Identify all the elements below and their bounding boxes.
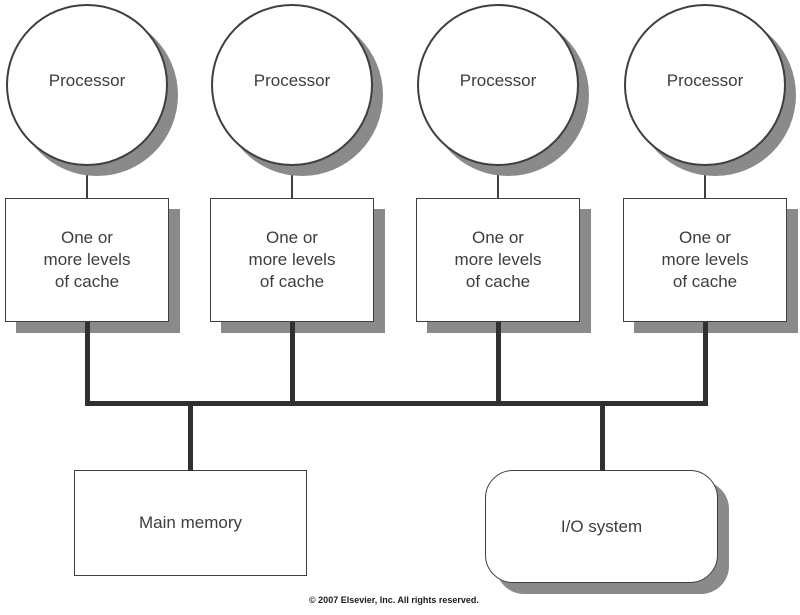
cache-node-3: One or more levels of cache — [416, 198, 580, 322]
processor-cache-connector-1 — [86, 164, 88, 198]
processor-node-1: Processor — [6, 4, 168, 166]
processor-node-2: Processor — [211, 4, 373, 166]
io-system-node: I/O system — [485, 470, 718, 583]
processor-label: Processor — [666, 71, 744, 90]
processor-cache-connector-2 — [291, 164, 293, 198]
processor-node-3: Processor — [417, 4, 579, 166]
processor-label: Processor — [253, 71, 331, 90]
cache-label: One or more levels of cache — [661, 228, 749, 291]
main-memory-label: Main memory — [139, 513, 242, 532]
io-system-label: I/O system — [560, 516, 643, 536]
processor-cache-connector-3 — [497, 164, 499, 198]
processor-label: Processor — [48, 71, 126, 90]
cache-label: One or more levels of cache — [248, 228, 336, 291]
cache-bus-connector-2 — [289, 322, 295, 406]
processor-cache-connector-4 — [704, 164, 706, 198]
cache-bus-connector-1 — [84, 322, 90, 406]
processor-label: Processor — [459, 71, 537, 90]
processor-node-4: Processor — [624, 4, 786, 166]
cache-label: One or more levels of cache — [454, 228, 542, 291]
copyright-text: © 2007 Elsevier, Inc. All rights reserve… — [309, 595, 479, 605]
cache-node-4: One or more levels of cache — [623, 198, 787, 322]
bus-memory-connector — [187, 403, 193, 471]
cache-bus-connector-4 — [702, 322, 708, 406]
cache-node-2: One or more levels of cache — [210, 198, 374, 322]
bus-io-connector — [599, 403, 605, 471]
shared-bus-line — [85, 401, 708, 406]
cache-bus-connector-3 — [495, 322, 501, 406]
cache-label: One or more levels of cache — [43, 228, 131, 291]
cache-node-1: One or more levels of cache — [5, 198, 169, 322]
main-memory-node: Main memory — [74, 470, 307, 576]
